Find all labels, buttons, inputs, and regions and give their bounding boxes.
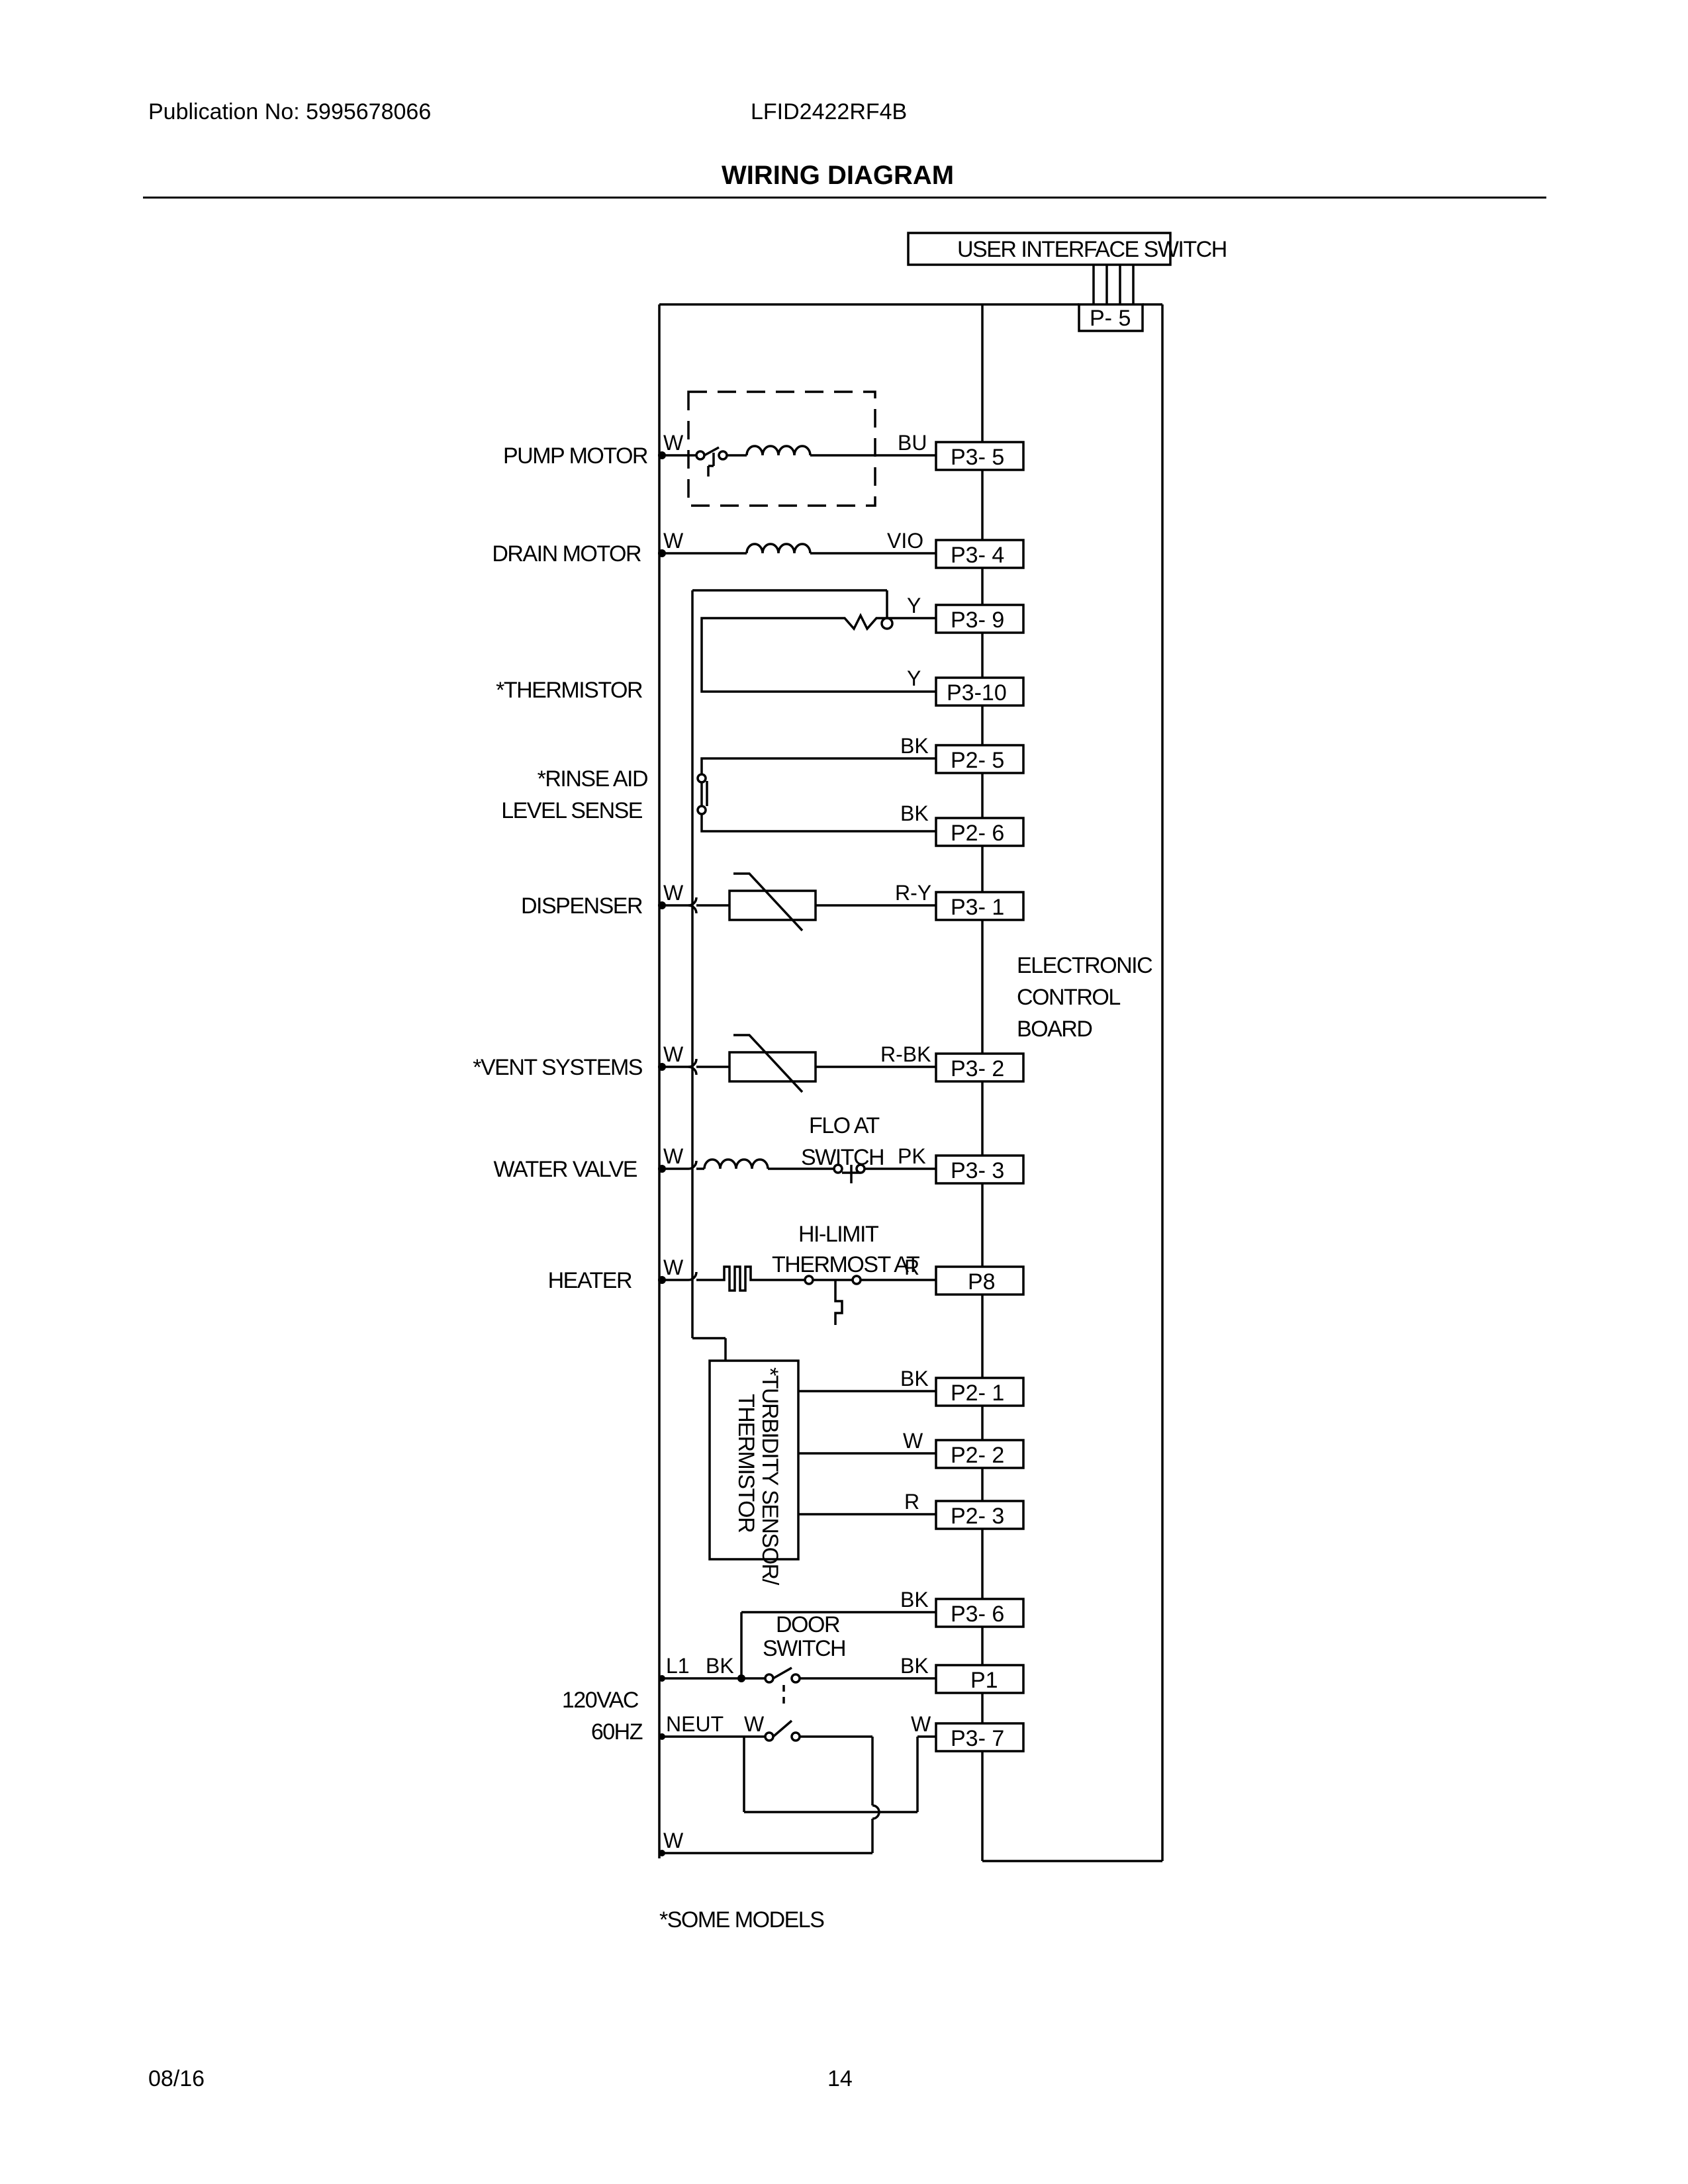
pin-p3-7: P3- 7 — [951, 1726, 1004, 1751]
wire-bottom-w: W — [663, 1829, 684, 1852]
label-rinse-aid: *RINSE AID — [538, 766, 647, 792]
page-number: 14 — [827, 2066, 853, 2091]
header-rule — [143, 197, 1546, 199]
pin-p2-5: P2- 5 — [951, 748, 1004, 773]
wire-p1-bk: BK — [900, 1654, 929, 1678]
pin-box-p2-2 — [935, 1439, 1025, 1469]
label-some-models: *SOME MODELS — [659, 1907, 824, 1933]
wire-neut: NEUT — [666, 1712, 724, 1736]
pin-box-p3-3 — [935, 1154, 1025, 1185]
wire-turb-r: R — [904, 1490, 919, 1514]
pin-p3-3: P3- 3 — [951, 1158, 1004, 1183]
label-float-1: FLO AT — [809, 1113, 879, 1138]
pin-p3-2: P3- 2 — [951, 1056, 1004, 1081]
wire-disp-w: W — [663, 881, 684, 905]
wire-turb-bk: BK — [900, 1367, 929, 1390]
wire-turb-w: W — [903, 1429, 923, 1453]
wire-neut-w: W — [744, 1712, 765, 1736]
wire-vent-rbk: R-BK — [880, 1042, 931, 1066]
label-heater: HEATER — [548, 1268, 632, 1293]
pin-box-p2-1 — [935, 1377, 1025, 1407]
label-hilimit-1: HI-LIMIT — [798, 1222, 878, 1247]
wire-drain-w: W — [663, 529, 684, 553]
pin-box-p2-5 — [935, 744, 1025, 774]
label-water-valve: WATER VALVE — [493, 1157, 637, 1182]
wire-therm-y1: Y — [907, 594, 921, 617]
pin-box-p1 — [935, 1664, 1025, 1694]
pin-box-p3-10 — [935, 676, 1025, 707]
wire-l1: L1 — [666, 1654, 690, 1678]
label-60hz: 60HZ — [591, 1719, 643, 1745]
wire-p36-bk: BK — [900, 1588, 929, 1612]
dispenser-ptc — [728, 889, 817, 921]
label-level-sense: LEVEL SENSE — [501, 798, 643, 823]
wire-rinse-bk2: BK — [900, 801, 929, 825]
wire-p37-w: W — [911, 1712, 931, 1736]
footer-date: 08/16 — [148, 2066, 205, 2091]
pin-p3-1: P3- 1 — [951, 895, 1004, 920]
wire-valve-pk: PK — [898, 1144, 926, 1168]
wire-disp-ry: R-Y — [895, 881, 931, 905]
pump-motor-dashed-box — [687, 390, 876, 507]
label-board-2: CONTROL — [1017, 985, 1120, 1010]
pin-p3-4: P3- 4 — [951, 543, 1004, 568]
label-turbidity-1: *TURBIDITY SENSOR/ — [757, 1367, 782, 1586]
pin-p2-2: P2- 2 — [951, 1443, 1004, 1468]
user-interface-switch-label: USER INTERFACE SWITCH — [957, 237, 1227, 262]
p5-label: P- 5 — [1090, 306, 1131, 331]
pin-p3-9: P3- 9 — [951, 608, 1004, 633]
pin-p3-6: P3- 6 — [951, 1602, 1004, 1627]
pin-p2-3: P2- 3 — [951, 1504, 1004, 1529]
publication-number: Publication No: 5995678066 — [148, 99, 432, 124]
pin-box-p3-9 — [935, 604, 1025, 634]
label-vent-systems: *VENT SYSTEMS — [473, 1055, 643, 1080]
label-hilimit-2: THERMOST AT — [772, 1252, 919, 1277]
p5-connector — [1078, 303, 1144, 332]
label-door-2: SWITCH — [763, 1636, 845, 1661]
wire-heater-w: W — [663, 1255, 684, 1279]
label-drain-motor: DRAIN MOTOR — [492, 541, 641, 567]
model-number: LFID2422RF4B — [751, 99, 908, 124]
pin-box-p3-2 — [935, 1052, 1025, 1083]
wire-rinse-bk1: BK — [900, 734, 929, 758]
pin-p8: P8 — [968, 1269, 996, 1295]
wire-therm-y2: Y — [907, 666, 921, 690]
pin-box-p3-4 — [935, 539, 1025, 569]
label-turbidity-2: THERMISTOR — [733, 1394, 759, 1532]
page-title: WIRING DIAGRAM — [722, 161, 955, 190]
label-120vac: 120VAC — [562, 1688, 639, 1713]
wire-heater-r: R — [904, 1255, 919, 1279]
label-dispenser: DISPENSER — [521, 893, 642, 919]
label-door-1: DOOR — [776, 1612, 839, 1637]
pin-box-p3-7 — [935, 1722, 1025, 1752]
user-interface-switch-box — [907, 232, 1172, 266]
pin-box-p3-6 — [935, 1598, 1025, 1628]
wire-pump-bu: BU — [898, 431, 927, 455]
pin-box-p2-6 — [935, 817, 1025, 847]
pin-p1: P1 — [970, 1668, 998, 1693]
pin-box-p3-5 — [935, 441, 1025, 471]
vent-ptc — [728, 1051, 817, 1083]
pin-box-p8 — [935, 1265, 1025, 1296]
wire-drain-vio: VIO — [887, 529, 923, 553]
wire-pump-w: W — [663, 431, 684, 455]
pin-p2-1: P2- 1 — [951, 1381, 1004, 1406]
label-float-2: SWITCH — [801, 1145, 884, 1170]
label-board-1: ELECTRONIC — [1017, 953, 1152, 978]
label-thermistor: *THERMISTOR — [496, 678, 642, 703]
pin-box-p3-1 — [935, 891, 1025, 921]
turbidity-sensor-box — [708, 1359, 800, 1561]
wire-l1-bk: BK — [706, 1654, 734, 1678]
pin-p3-5: P3- 5 — [951, 445, 1004, 470]
pin-box-p2-3 — [935, 1500, 1025, 1530]
wire-vent-w: W — [663, 1042, 684, 1066]
pin-p2-6: P2- 6 — [951, 821, 1004, 846]
wire-valve-w: W — [663, 1144, 684, 1168]
label-pump-motor: PUMP MOTOR — [503, 443, 647, 469]
pin-p3-10: P3-10 — [947, 680, 1007, 705]
label-board-3: BOARD — [1017, 1017, 1092, 1042]
